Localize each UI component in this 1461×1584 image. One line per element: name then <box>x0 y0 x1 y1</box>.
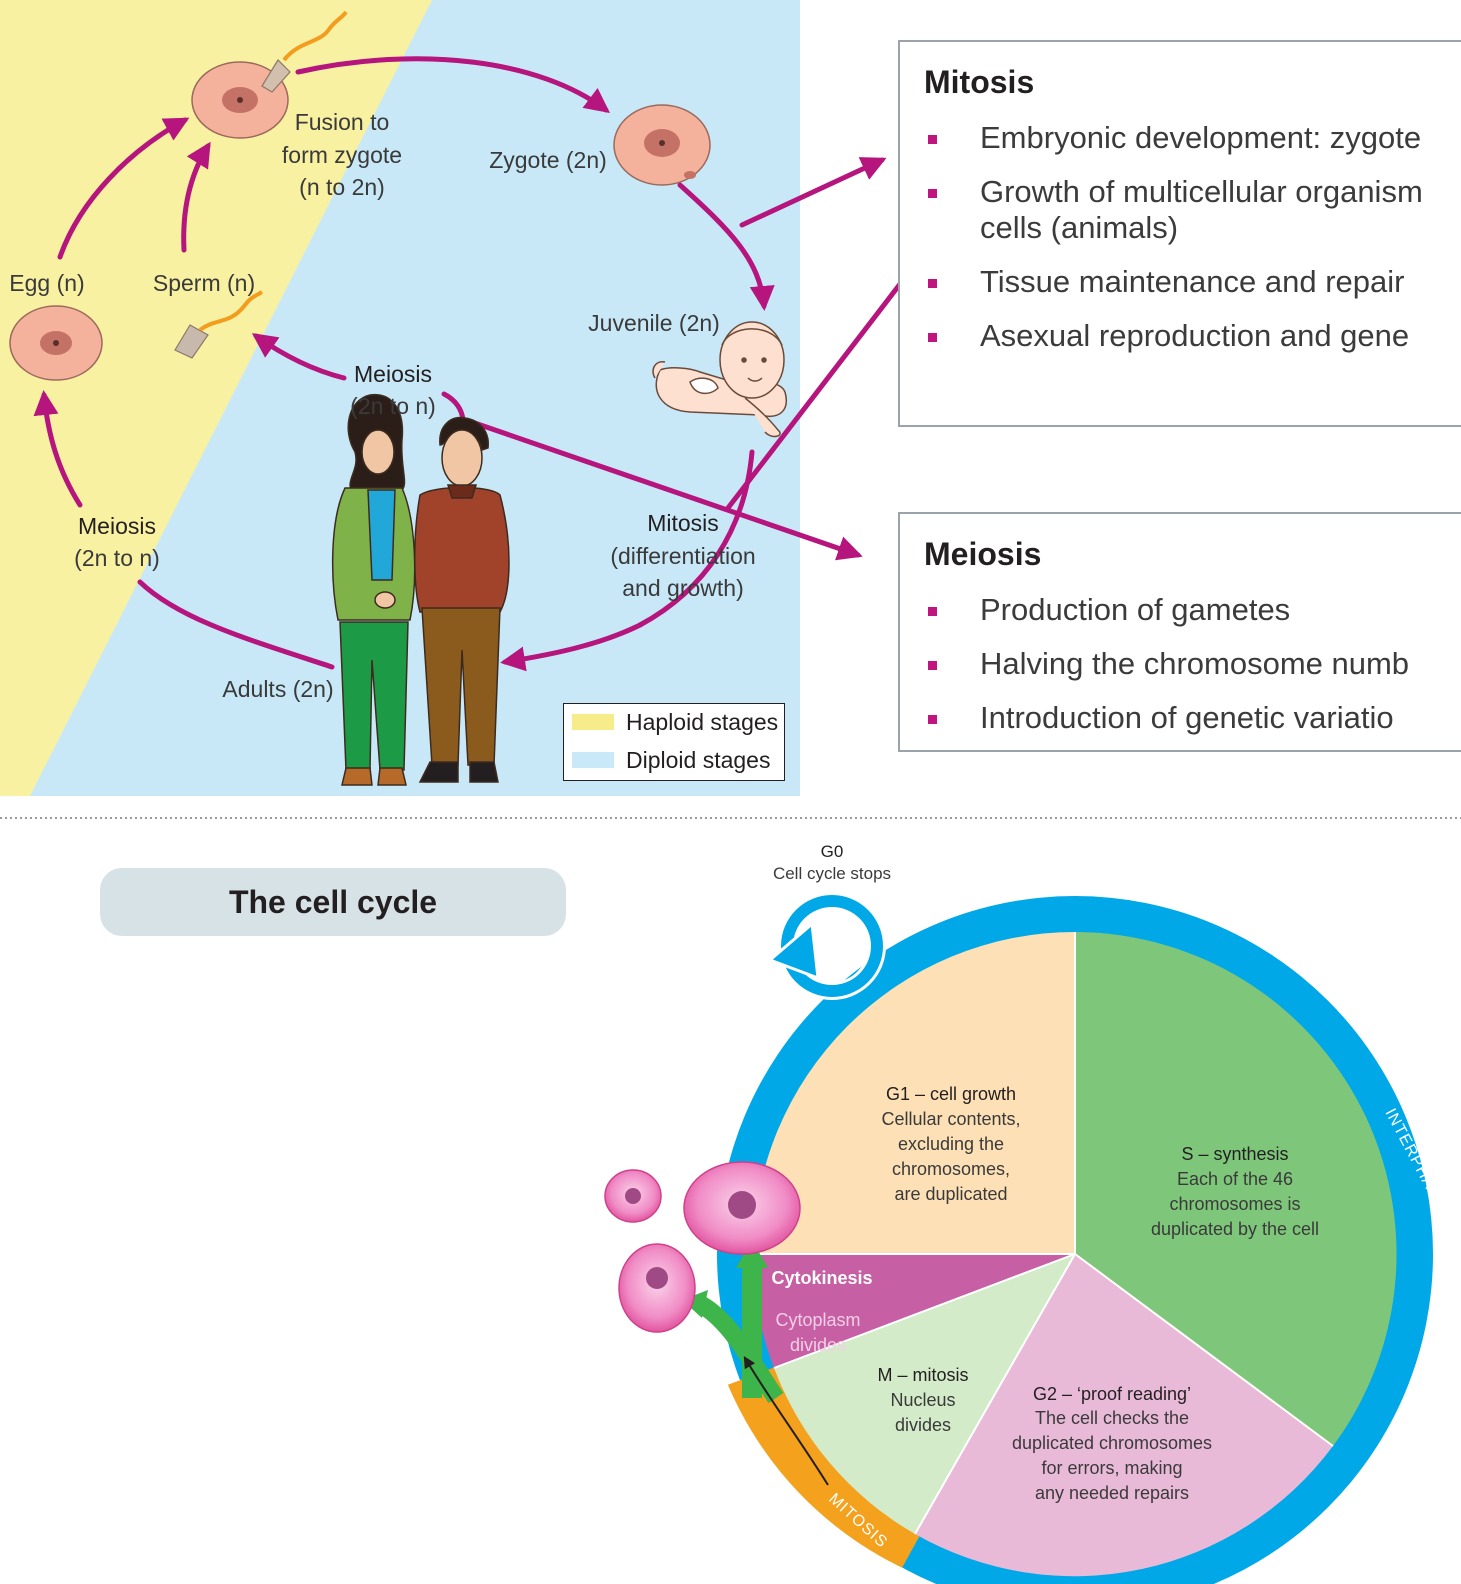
zygote-cell <box>613 104 711 186</box>
meiosis-box-list: Production of gametes Halving the chromo… <box>928 592 1409 736</box>
cytokinesis-text-1: Cytoplasm <box>775 1310 860 1330</box>
mitosis-label-2: (differentiation <box>610 543 755 569</box>
egg-cell <box>9 305 103 381</box>
cell-cycle-title: The cell cycle <box>100 868 566 936</box>
legend-item-diploid: Diploid stages <box>572 745 770 775</box>
sperm-label: Sperm (n) <box>153 270 255 296</box>
legend-item-haploid: Haploid stages <box>572 707 778 737</box>
juvenile-baby <box>652 321 787 438</box>
meiosis-top-label-2: (2n to n) <box>350 393 436 419</box>
s-phase-wedge <box>1075 932 1397 1446</box>
g2-title: G2 – ‘proof reading’ <box>1033 1384 1191 1404</box>
mitosis-box-item-continued: cells (animals) <box>980 210 1179 245</box>
s-text-1: Each of the 46 <box>1177 1169 1293 1189</box>
adult-woman <box>331 394 416 786</box>
arrow-egg-to-fusion <box>57 117 190 260</box>
meiosis-box-item: Production of gametes <box>928 592 1409 628</box>
g1-phase-wedge <box>753 932 1075 1254</box>
m-text-2: divides <box>895 1415 951 1435</box>
g0-title: G0 <box>821 842 844 861</box>
cytokinesis-title: Cytokinesis <box>771 1268 872 1288</box>
meiosis-box-item: Halving the chromosome numb <box>928 646 1409 682</box>
meiosis-box-title: Meiosis <box>924 536 1042 572</box>
mitosis-label-1: Mitosis <box>647 510 719 536</box>
zygote-label: Zygote (2n) <box>489 147 607 173</box>
m-phase-wedge <box>774 1254 1075 1534</box>
adults-label: Adults (2n) <box>222 676 333 702</box>
stage-legend: Haploid stages Diploid stages <box>563 703 785 781</box>
cell-cycle-wheel <box>717 896 1433 1584</box>
meiosis-left-label-2: (2n to n) <box>74 545 160 571</box>
fusion-label-2: form zygote <box>282 142 402 168</box>
g2-text-3: for errors, making <box>1041 1458 1182 1478</box>
fusion-label-1: Fusion to <box>295 109 390 135</box>
g0-subtitle: Cell cycle stops <box>773 864 891 883</box>
arrow-adults-curve <box>137 579 335 670</box>
mitosis-box-item: Embryonic development: zygote <box>928 120 1423 156</box>
mitosis-box-title: Mitosis <box>924 64 1035 100</box>
g2-text-1: The cell checks the <box>1035 1408 1189 1428</box>
lifecycle-arrows <box>33 56 944 672</box>
cytokinesis-wedge <box>753 1254 1075 1368</box>
adult-man <box>413 416 510 783</box>
mitosis-box-item: Growth of multicellular organism <box>928 174 1423 210</box>
mitosis-label-3: and growth) <box>622 575 743 601</box>
s-title: S – synthesis <box>1181 1144 1288 1164</box>
meiosis-left-label-1: Meiosis <box>78 513 156 539</box>
meiosis-info-box: Meiosis Production of gametes Halving th… <box>898 512 1461 752</box>
arrow-zygote-to-juvenile <box>677 182 775 311</box>
legend-swatch-diploid <box>572 752 614 768</box>
g1-text-4: are duplicated <box>894 1184 1007 1204</box>
daughter-cells <box>604 1161 801 1333</box>
arrow-mitosis-to-adults <box>500 622 643 672</box>
mitosis-info-box: Mitosis Embryonic development: zygote Gr… <box>898 40 1461 427</box>
s-text-2: chromosomes is <box>1169 1194 1300 1214</box>
egg-label: Egg (n) <box>9 270 84 296</box>
arrow-fusion-to-zygote <box>295 56 610 114</box>
arrow-meiosis-to-sperm <box>251 333 347 381</box>
g2-text-2: duplicated chromosomes <box>1012 1433 1212 1453</box>
g1-text-2: excluding the <box>898 1134 1004 1154</box>
g1-title: G1 – cell growth <box>886 1084 1016 1104</box>
lifecycle-labels: Fusion to form zygote (n to 2n) Zygote (… <box>9 109 755 702</box>
arrow-to-meiosis-box <box>463 417 863 561</box>
meiosis-top-label-1: Meiosis <box>354 361 432 387</box>
haploid-region <box>0 0 432 796</box>
fusion-cell <box>191 10 348 139</box>
g1-text-1: Cellular contents, <box>881 1109 1020 1129</box>
g2-phase-wedge <box>915 1254 1333 1577</box>
meiosis-box-item: Introduction of genetic variatio <box>928 700 1409 736</box>
arrow-to-mitosis-box-1 <box>739 157 887 228</box>
mitosis-box-item: Asexual reproduction and gene <box>928 318 1423 354</box>
sperm-cell <box>174 290 263 359</box>
fusion-label-3: (n to 2n) <box>299 174 385 200</box>
mitosis-box-item: Tissue maintenance and repair <box>928 264 1423 300</box>
s-text-3: duplicated by the cell <box>1151 1219 1319 1239</box>
arrow-meiosis-to-egg <box>33 390 83 508</box>
legend-label-diploid: Diploid stages <box>626 746 771 773</box>
cytokinesis-text-2: divides <box>790 1335 846 1355</box>
arrow-sperm-to-fusion <box>181 141 211 253</box>
g2-text-4: any needed repairs <box>1035 1483 1189 1503</box>
legend-label-haploid: Haploid stages <box>626 708 779 735</box>
m-text-1: Nucleus <box>890 1390 955 1410</box>
m-title: M – mitosis <box>877 1365 968 1385</box>
g1-text-3: chromosomes, <box>892 1159 1010 1179</box>
cell-cycle-labels: G0 Cell cycle stops G1 – cell growth Cel… <box>771 842 1319 1503</box>
g0-loop <box>767 892 886 1000</box>
juvenile-label: Juvenile (2n) <box>588 310 720 336</box>
legend-swatch-haploid <box>572 714 614 730</box>
mitosis-box-list: Embryonic development: zygote Growth of … <box>928 120 1423 354</box>
